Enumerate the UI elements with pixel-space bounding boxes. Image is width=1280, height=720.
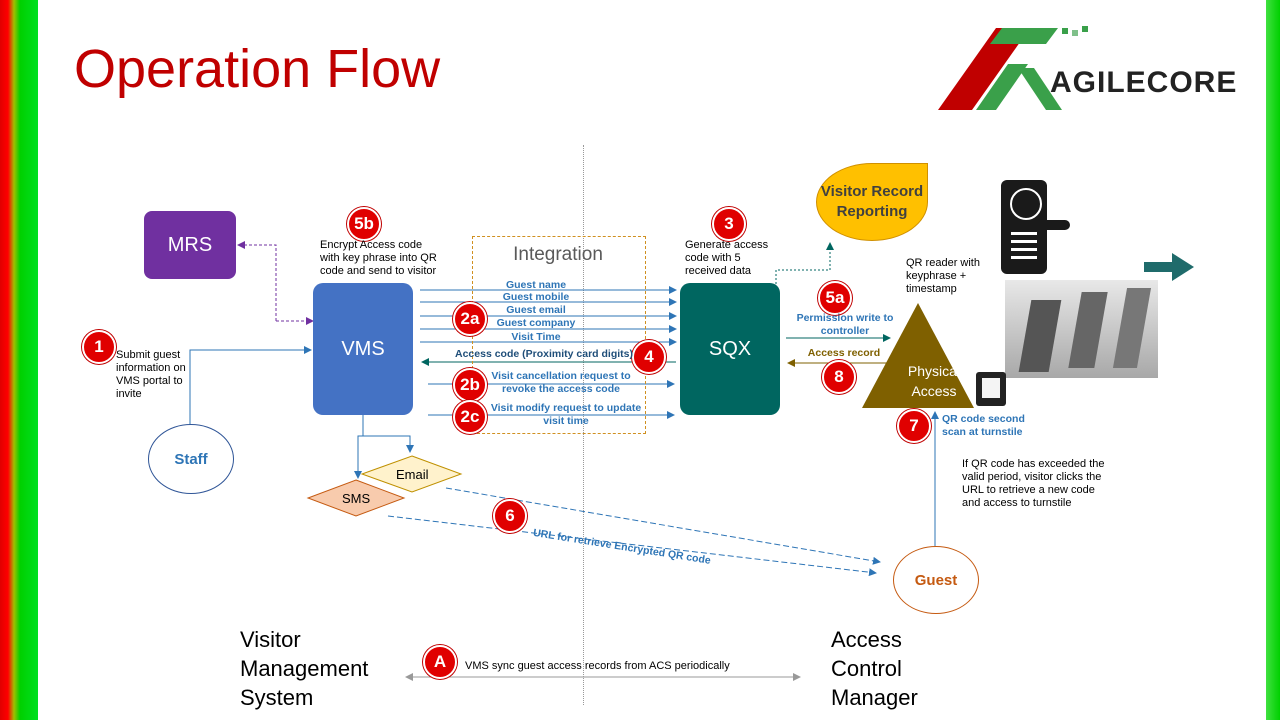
flow-modify: Visit modify request to update visit tim… (490, 402, 642, 427)
sms-shape (306, 479, 406, 517)
staff-node: Staff (148, 424, 234, 494)
email-shape (360, 455, 463, 493)
arrow-right-icon (1144, 253, 1194, 281)
badge-4: 4 (632, 340, 666, 374)
physical-access-shape (862, 303, 974, 408)
badge-a: A (423, 645, 457, 679)
badge-2b: 2b (453, 368, 487, 402)
flow-qr-second: QR code second scan at turnstile (942, 413, 1025, 438)
flow-guest-email: Guest email (506, 304, 566, 316)
section-divider (583, 145, 584, 705)
logo-text: AGILECORE (1050, 66, 1238, 99)
section-vms-label: Visitor Management System (240, 627, 369, 710)
physical-access-label: Physical Access (907, 363, 961, 399)
badge-1: 1 (82, 330, 116, 364)
integration-label: Integration (513, 244, 603, 265)
visitor-record-reporting-label: Visitor Record Reporting (820, 183, 924, 220)
flow-guest-company: Guest company (496, 317, 576, 329)
badge-3: 3 (712, 207, 746, 241)
step5b-note: Encrypt Access code with key phrase into… (320, 239, 437, 277)
badge-2c: 2c (453, 400, 487, 434)
fingerprint-lock-icon (1001, 180, 1047, 274)
lock-handle-icon (1040, 220, 1070, 230)
flow-access-record: Access record (807, 347, 881, 359)
sqx-node: SQX (680, 283, 780, 415)
step3-note: Generate access code with 5 received dat… (685, 239, 769, 277)
sms-label: SMS (342, 491, 371, 506)
qr-reader-window (982, 378, 1000, 398)
flow-permission: Permission write to controller (796, 312, 894, 337)
mrs-node: MRS (144, 211, 236, 279)
agilecore-logo (938, 26, 1088, 110)
flow-guest-mobile: Guest mobile (502, 291, 570, 303)
visitor-record-reporting: Visitor Record Reporting (816, 163, 928, 241)
badge-5a: 5a (818, 281, 852, 315)
section-acm-label: Access Control Manager (831, 627, 918, 710)
page-title: Operation Flow (74, 39, 441, 99)
guest-node: Guest (893, 546, 979, 614)
right-accent-bar (1266, 0, 1280, 720)
vms-node: VMS (313, 283, 413, 415)
sync-note: VMS sync guest access records from ACS p… (465, 660, 730, 672)
flow-access-code: Access code (Proximity card digits) (455, 348, 633, 360)
expired-note: If QR code has exceeded the valid period… (962, 458, 1105, 509)
flow-visit-time: Visit Time (511, 331, 561, 343)
email-label: Email (396, 467, 429, 482)
badge-8: 8 (822, 360, 856, 394)
badge-6: 6 (493, 499, 527, 533)
badge-2a: 2a (453, 302, 487, 336)
badge-5b: 5b (347, 207, 381, 241)
flow-guest-name: Guest name (505, 279, 567, 291)
step1-note: Submit guest information on VMS portal t… (116, 349, 186, 400)
turnstile-image (1005, 280, 1158, 378)
badge-7: 7 (897, 409, 931, 443)
qr-reader-note: QR reader with keyphrase + timestamp (906, 257, 980, 295)
left-accent-bar (0, 0, 38, 720)
flow-cancel: Visit cancellation request to revoke the… (491, 370, 631, 395)
